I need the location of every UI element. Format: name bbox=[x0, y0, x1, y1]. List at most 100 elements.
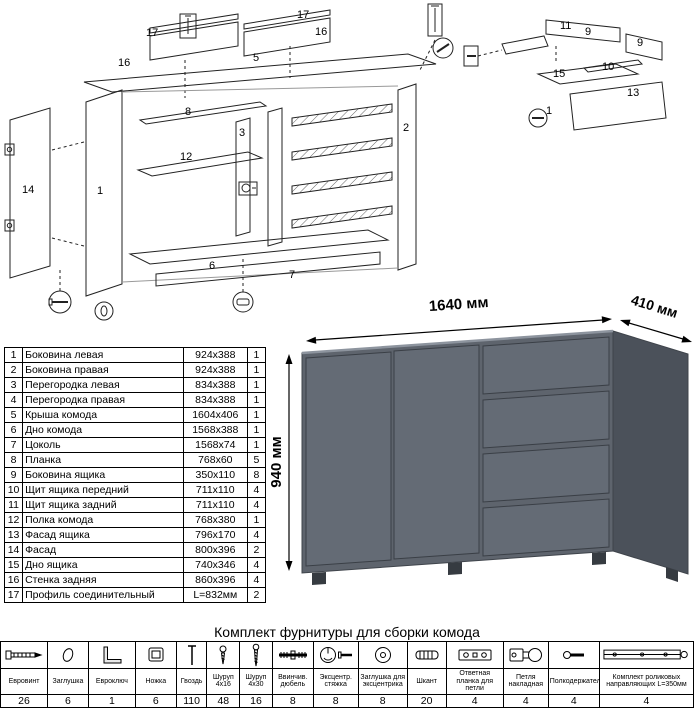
hinge-mark-icon bbox=[4, 219, 15, 232]
wood-dowel-icon bbox=[415, 650, 439, 660]
part-callout: 9 bbox=[585, 26, 592, 38]
hardware-qty: 48 bbox=[206, 693, 241, 708]
hardware-name: Шкант bbox=[406, 668, 447, 695]
part-size: 350x110 bbox=[182, 467, 248, 483]
arrowhead-icon bbox=[681, 335, 692, 343]
screw-4x16-icon bbox=[219, 645, 227, 665]
dresser-leg bbox=[592, 552, 606, 565]
dresser-top-edge bbox=[301, 329, 614, 355]
hardware-qty: 6 bbox=[47, 693, 89, 708]
hardware-icon-cell bbox=[406, 641, 447, 669]
dresser-leg bbox=[448, 562, 462, 575]
dresser-door-right bbox=[393, 344, 480, 560]
arrowhead-icon bbox=[306, 336, 317, 344]
dresser-side-face bbox=[612, 330, 689, 575]
hardware-name: Ответная планка для петли bbox=[445, 668, 504, 695]
part-size: 1604x406 bbox=[182, 407, 248, 423]
hardware-qty: 4 bbox=[598, 693, 694, 708]
screw-callout-icon bbox=[48, 270, 72, 314]
screw-box-icon bbox=[419, 3, 443, 71]
part-number: 3 bbox=[3, 377, 24, 393]
hardware-icon-cell bbox=[47, 641, 89, 669]
part-number: 1 bbox=[3, 347, 24, 363]
screw-callout-icon bbox=[528, 108, 548, 128]
drawer-frame-part bbox=[291, 137, 393, 161]
part-name: Фасад ящика bbox=[22, 527, 184, 543]
part-number: 5 bbox=[3, 407, 24, 423]
part-name: Боковина ящика bbox=[22, 467, 184, 483]
part-qty: 4 bbox=[246, 482, 267, 498]
cap-callout-icon bbox=[94, 301, 114, 321]
partition-part bbox=[267, 107, 283, 247]
hinge-plate-icon bbox=[458, 649, 492, 661]
part-callout: 16 bbox=[118, 57, 131, 69]
part-number: 8 bbox=[3, 452, 24, 468]
cam-lock-icon bbox=[319, 647, 352, 663]
part-number: 13 bbox=[3, 527, 24, 543]
part-callout: 15 bbox=[553, 68, 566, 80]
cap-plug-icon bbox=[62, 648, 74, 662]
part-callout: 17 bbox=[146, 27, 159, 39]
screw-4x30-icon bbox=[252, 643, 260, 667]
part-callout: 7 bbox=[289, 269, 296, 281]
part-name: Планка bbox=[22, 452, 184, 468]
dresser-drawer-3 bbox=[482, 444, 610, 503]
part-number: 2 bbox=[3, 362, 24, 378]
part-qty: 2 bbox=[246, 587, 267, 603]
part-size: 1568x74 bbox=[182, 437, 248, 453]
part-size: 796x170 bbox=[182, 527, 248, 543]
hardware-name: Евроключ bbox=[87, 668, 136, 695]
rail-part bbox=[138, 101, 268, 125]
connecting-profile-part bbox=[243, 9, 331, 30]
part-size: 711x110 bbox=[182, 497, 248, 513]
part-number: 9 bbox=[3, 467, 24, 483]
hardware-qty: 4 bbox=[502, 693, 549, 708]
part-size: L=832мм bbox=[182, 587, 248, 603]
part-qty: 1 bbox=[246, 422, 267, 438]
part-name: Цоколь bbox=[22, 437, 184, 453]
drawer-frame-part bbox=[291, 103, 393, 127]
hardware-name: Евровинт bbox=[0, 668, 49, 695]
hardware-qty: 4 bbox=[547, 693, 600, 708]
part-size: 924x388 bbox=[182, 347, 248, 363]
part-callout: 6 bbox=[209, 260, 216, 272]
part-qty: 1 bbox=[246, 377, 267, 393]
exploded-drawer bbox=[463, 19, 667, 131]
part-number: 4 bbox=[3, 392, 24, 408]
part-size: 711x110 bbox=[182, 482, 248, 498]
hardware-qty: 4 bbox=[445, 693, 504, 708]
hardware-icon-cell bbox=[357, 641, 408, 669]
dresser-render bbox=[301, 329, 689, 585]
part-callout: 17 bbox=[297, 9, 310, 21]
hardware-icon-cell bbox=[547, 641, 600, 669]
door-panel-part bbox=[4, 107, 85, 279]
connecting-profile-part bbox=[149, 13, 239, 34]
hardware-qty: 110 bbox=[175, 693, 208, 708]
dowel-screw-icon bbox=[278, 650, 307, 660]
leg-icon bbox=[148, 647, 164, 662]
hardware-icon-cell bbox=[206, 641, 241, 669]
dowel-callout-icon bbox=[232, 258, 254, 313]
hardware-icon-cell bbox=[87, 641, 136, 669]
drawer-back-part bbox=[545, 19, 621, 43]
arrowhead-icon bbox=[285, 561, 293, 571]
part-qty: 8 bbox=[246, 467, 267, 483]
part-size: 1568x388 bbox=[182, 422, 248, 438]
part-qty: 2 bbox=[246, 542, 267, 558]
hardware-icon-cell bbox=[134, 641, 177, 669]
part-number: 11 bbox=[3, 497, 24, 513]
shelf-support-icon bbox=[562, 651, 584, 659]
hardware-qty: 8 bbox=[271, 693, 314, 708]
part-number: 12 bbox=[3, 512, 24, 528]
part-qty: 1 bbox=[246, 392, 267, 408]
screw-callout-icon bbox=[432, 37, 454, 59]
part-size: 834x388 bbox=[182, 392, 248, 408]
part-name: Стенка задняя bbox=[22, 572, 184, 588]
